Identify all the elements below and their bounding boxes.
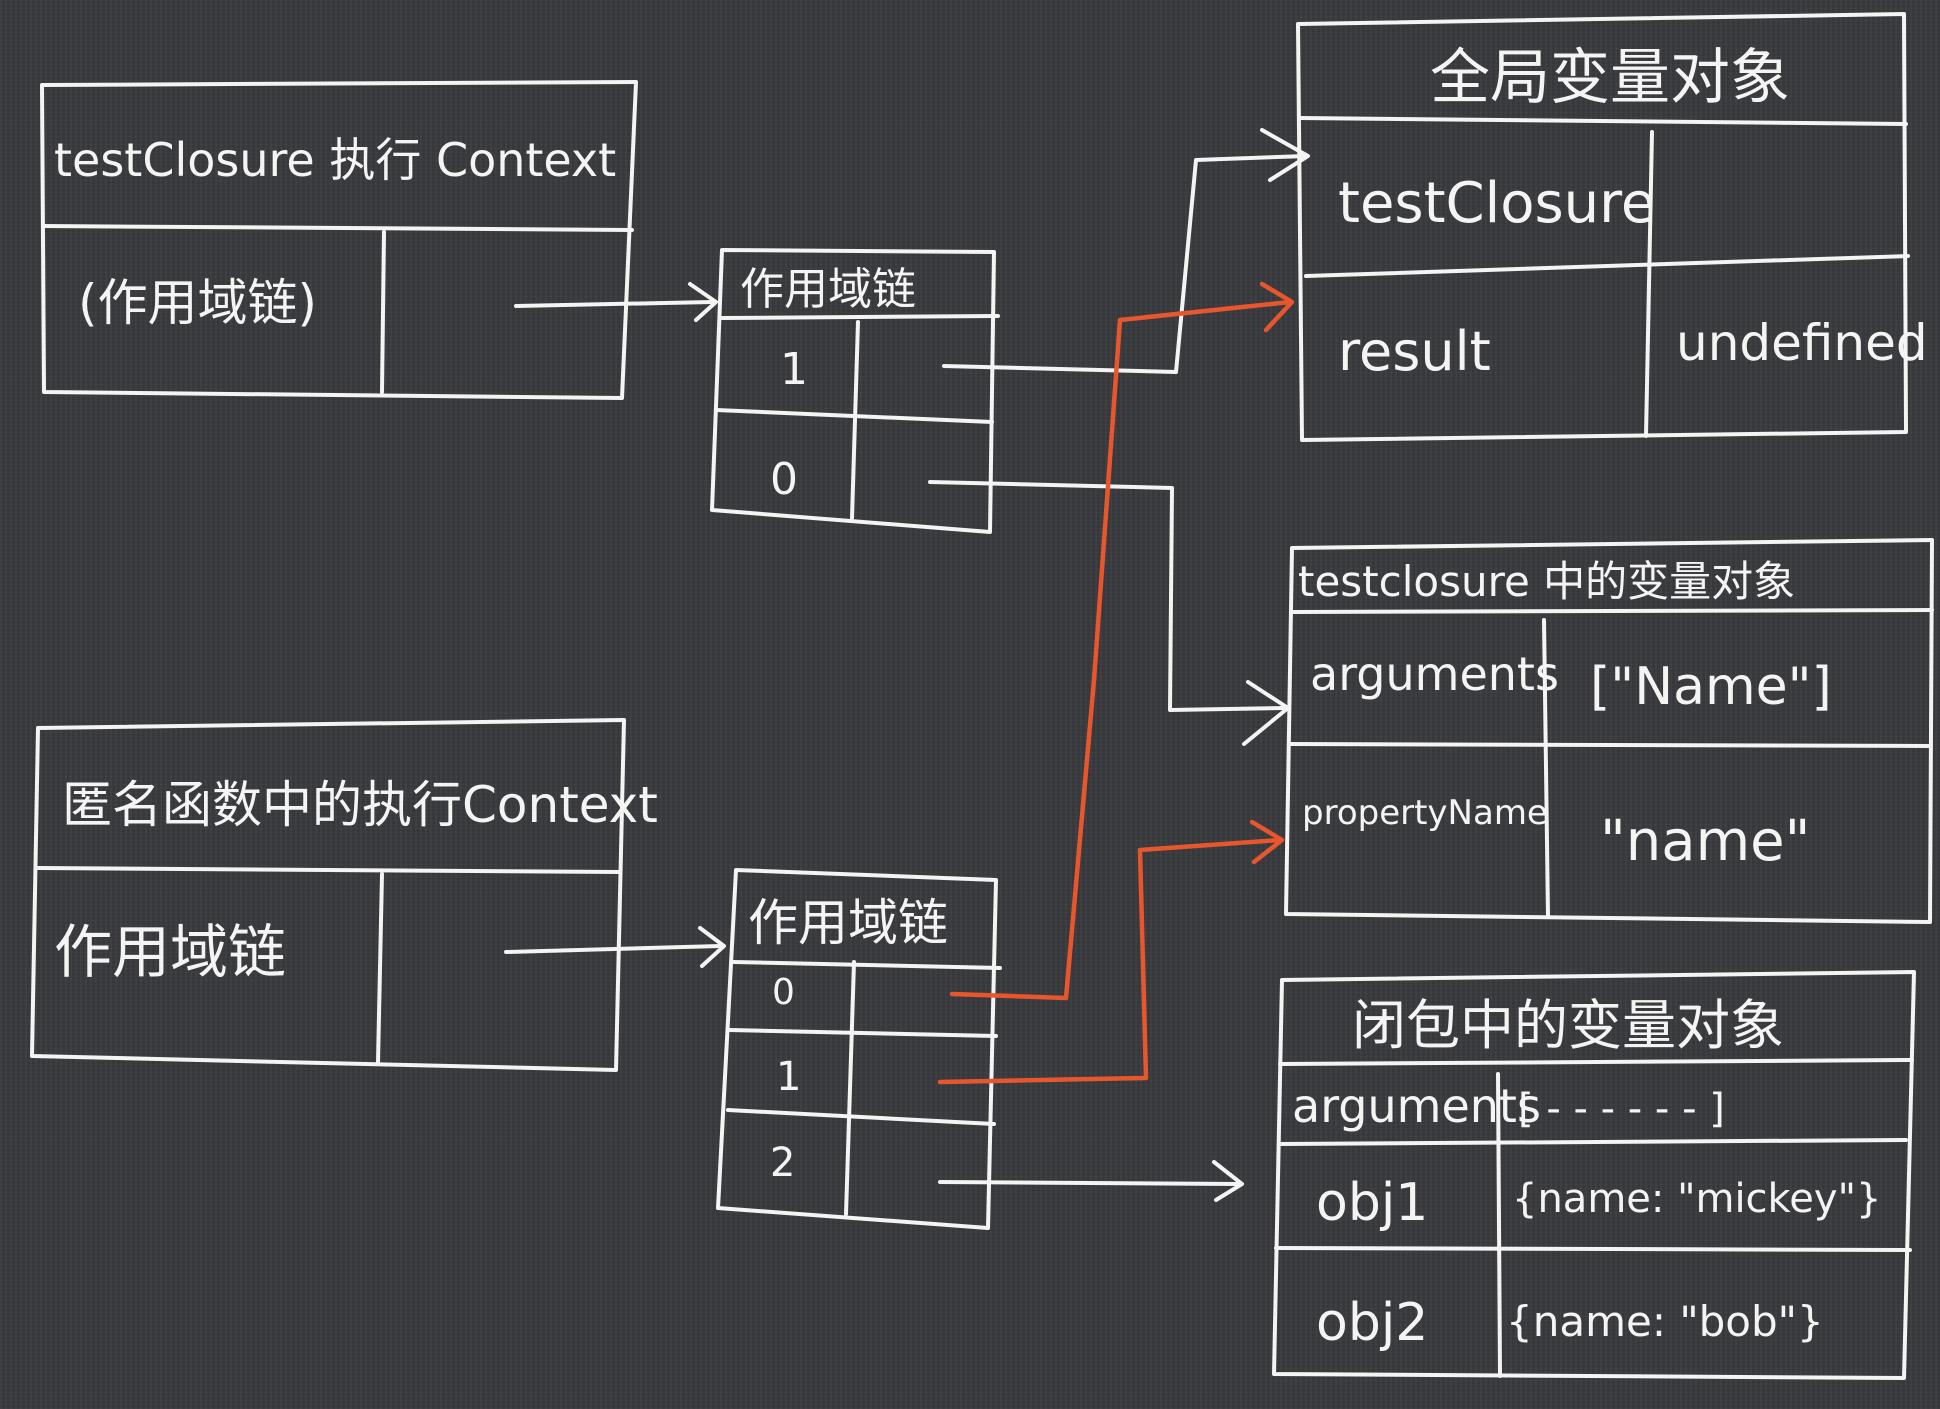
test-closure-vo-value-arguments: ["Name"] [1590,657,1832,717]
anonymous-context-title: 匿名函数中的执行Context [62,776,658,834]
test-closure-vo-value-propertyname: "name" [1600,809,1810,874]
arrow-context-to-upper-scope-chain [514,282,718,322]
anonymous-context-row-label: 作用域链 [54,918,286,986]
closure-vo-value-obj1: {name: "mickey"} [1512,1176,1881,1222]
arrow-upper-1-to-global-vo [942,128,1310,374]
arrow-lower-0-to-global-vo [949,281,1295,1001]
test-closure-context-row-label: (作用域链) [78,274,317,332]
arrow-lower-2-to-closure-vo [938,1160,1244,1202]
anonymous-context-box: 匿名函数中的执行Context 作用域链 [30,718,658,1072]
upper-scope-chain-table: 作用域链 1 0 [710,248,1000,534]
closure-variable-object-table: 闭包中的变量对象 arguments [ - - - - - - ] obj1 … [1272,970,1916,1380]
test-closure-vo-title: testclosure 中的变量对象 [1298,557,1795,606]
global-variable-object-table: 全局变量对象 testClosure result undefined [1296,12,1928,442]
global-vo-key-result: result [1338,320,1491,383]
lower-scope-chain-row-1: 1 [776,1054,801,1100]
upper-scope-chain-title: 作用域链 [740,264,916,315]
closure-vo-key-arguments: arguments [1292,1079,1541,1133]
test-closure-context-title: testClosure 执行 Context [54,133,616,187]
global-vo-value-result: undefined [1676,314,1928,372]
lower-scope-chain-title: 作用域链 [748,894,948,952]
closure-vo-key-obj2: obj2 [1316,1293,1428,1353]
test-closure-vo-key-propertyname: propertyName [1302,793,1548,833]
test-closure-context-box: testClosure 执行 Context (作用域链) [40,80,638,400]
closure-vo-title: 闭包中的变量对象 [1352,994,1784,1057]
lower-scope-chain-row-2: 2 [770,1140,795,1186]
arrow-upper-0-to-test-closure-vo [928,480,1290,746]
arrow-anonymous-context-to-lower-scope-chain [504,926,726,968]
global-variable-object-title: 全局变量对象 [1430,43,1790,113]
test-closure-variable-object-table: testclosure 中的变量对象 arguments ["Name"] pr… [1284,538,1934,924]
upper-scope-chain-row-1: 1 [780,344,808,395]
global-vo-key-testclosure: testClosure [1338,171,1655,236]
closure-vo-key-obj1: obj1 [1316,1173,1428,1233]
test-closure-vo-key-arguments: arguments [1310,647,1559,701]
upper-scope-chain-row-0: 0 [770,454,798,505]
lower-scope-chain-row-0: 0 [772,972,795,1013]
closure-vo-value-arguments: [ - - - - - - ] [1518,1086,1725,1132]
lower-scope-chain-table: 作用域链 0 1 2 [716,868,1002,1230]
closure-vo-value-obj2: {name: "bob"} [1506,1297,1824,1346]
arrow-lower-1-to-test-closure-vo [937,819,1285,1085]
